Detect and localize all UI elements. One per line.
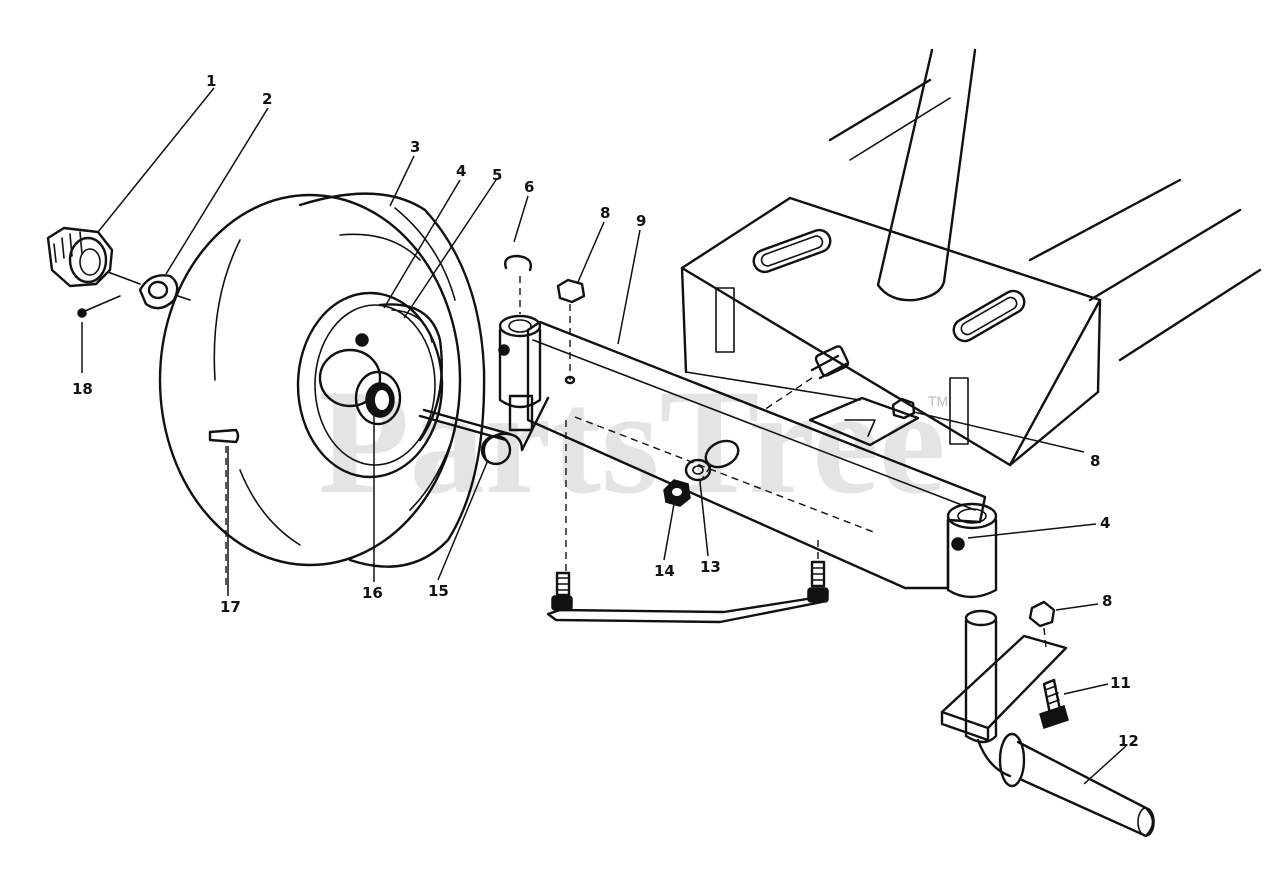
callout-label: 8	[1102, 592, 1112, 610]
spindle-assembly	[940, 600, 1155, 838]
callout-label: 12	[1118, 732, 1139, 750]
callout-label: 18	[72, 380, 93, 398]
front-axle	[498, 314, 998, 599]
callout-label: 16	[362, 584, 383, 602]
callout-label: 2	[262, 90, 272, 108]
wheel-tire	[158, 192, 486, 590]
watermark-text: PartsTree	[318, 359, 945, 525]
leader-lines	[81, 87, 1127, 785]
callout-label: 14	[654, 562, 675, 580]
tie-rod	[546, 420, 829, 624]
callout-label: 17	[220, 598, 241, 616]
callout-label: 6	[524, 178, 534, 196]
hub-cap-parts	[46, 226, 191, 318]
callout-label: 9	[636, 212, 646, 230]
callout-label: 4	[1100, 514, 1110, 532]
callout-label: 8	[1090, 452, 1100, 470]
callout-label: 3	[410, 138, 420, 156]
watermark-trademark: TM	[928, 393, 948, 409]
callout-label: 15	[428, 582, 449, 600]
callouts: 1 2 3 4 5 6 8 9 18 8 4 14 13 17 16 15 8 …	[72, 72, 1139, 750]
callout-label: 1	[206, 72, 216, 90]
callout-label: 4	[456, 162, 466, 180]
tractor-frame	[680, 48, 1262, 467]
hardware	[418, 254, 916, 507]
callout-label: 13	[700, 558, 721, 576]
callout-label: 11	[1110, 674, 1131, 692]
callout-label: 8	[600, 204, 610, 222]
callout-label: 5	[492, 166, 502, 184]
